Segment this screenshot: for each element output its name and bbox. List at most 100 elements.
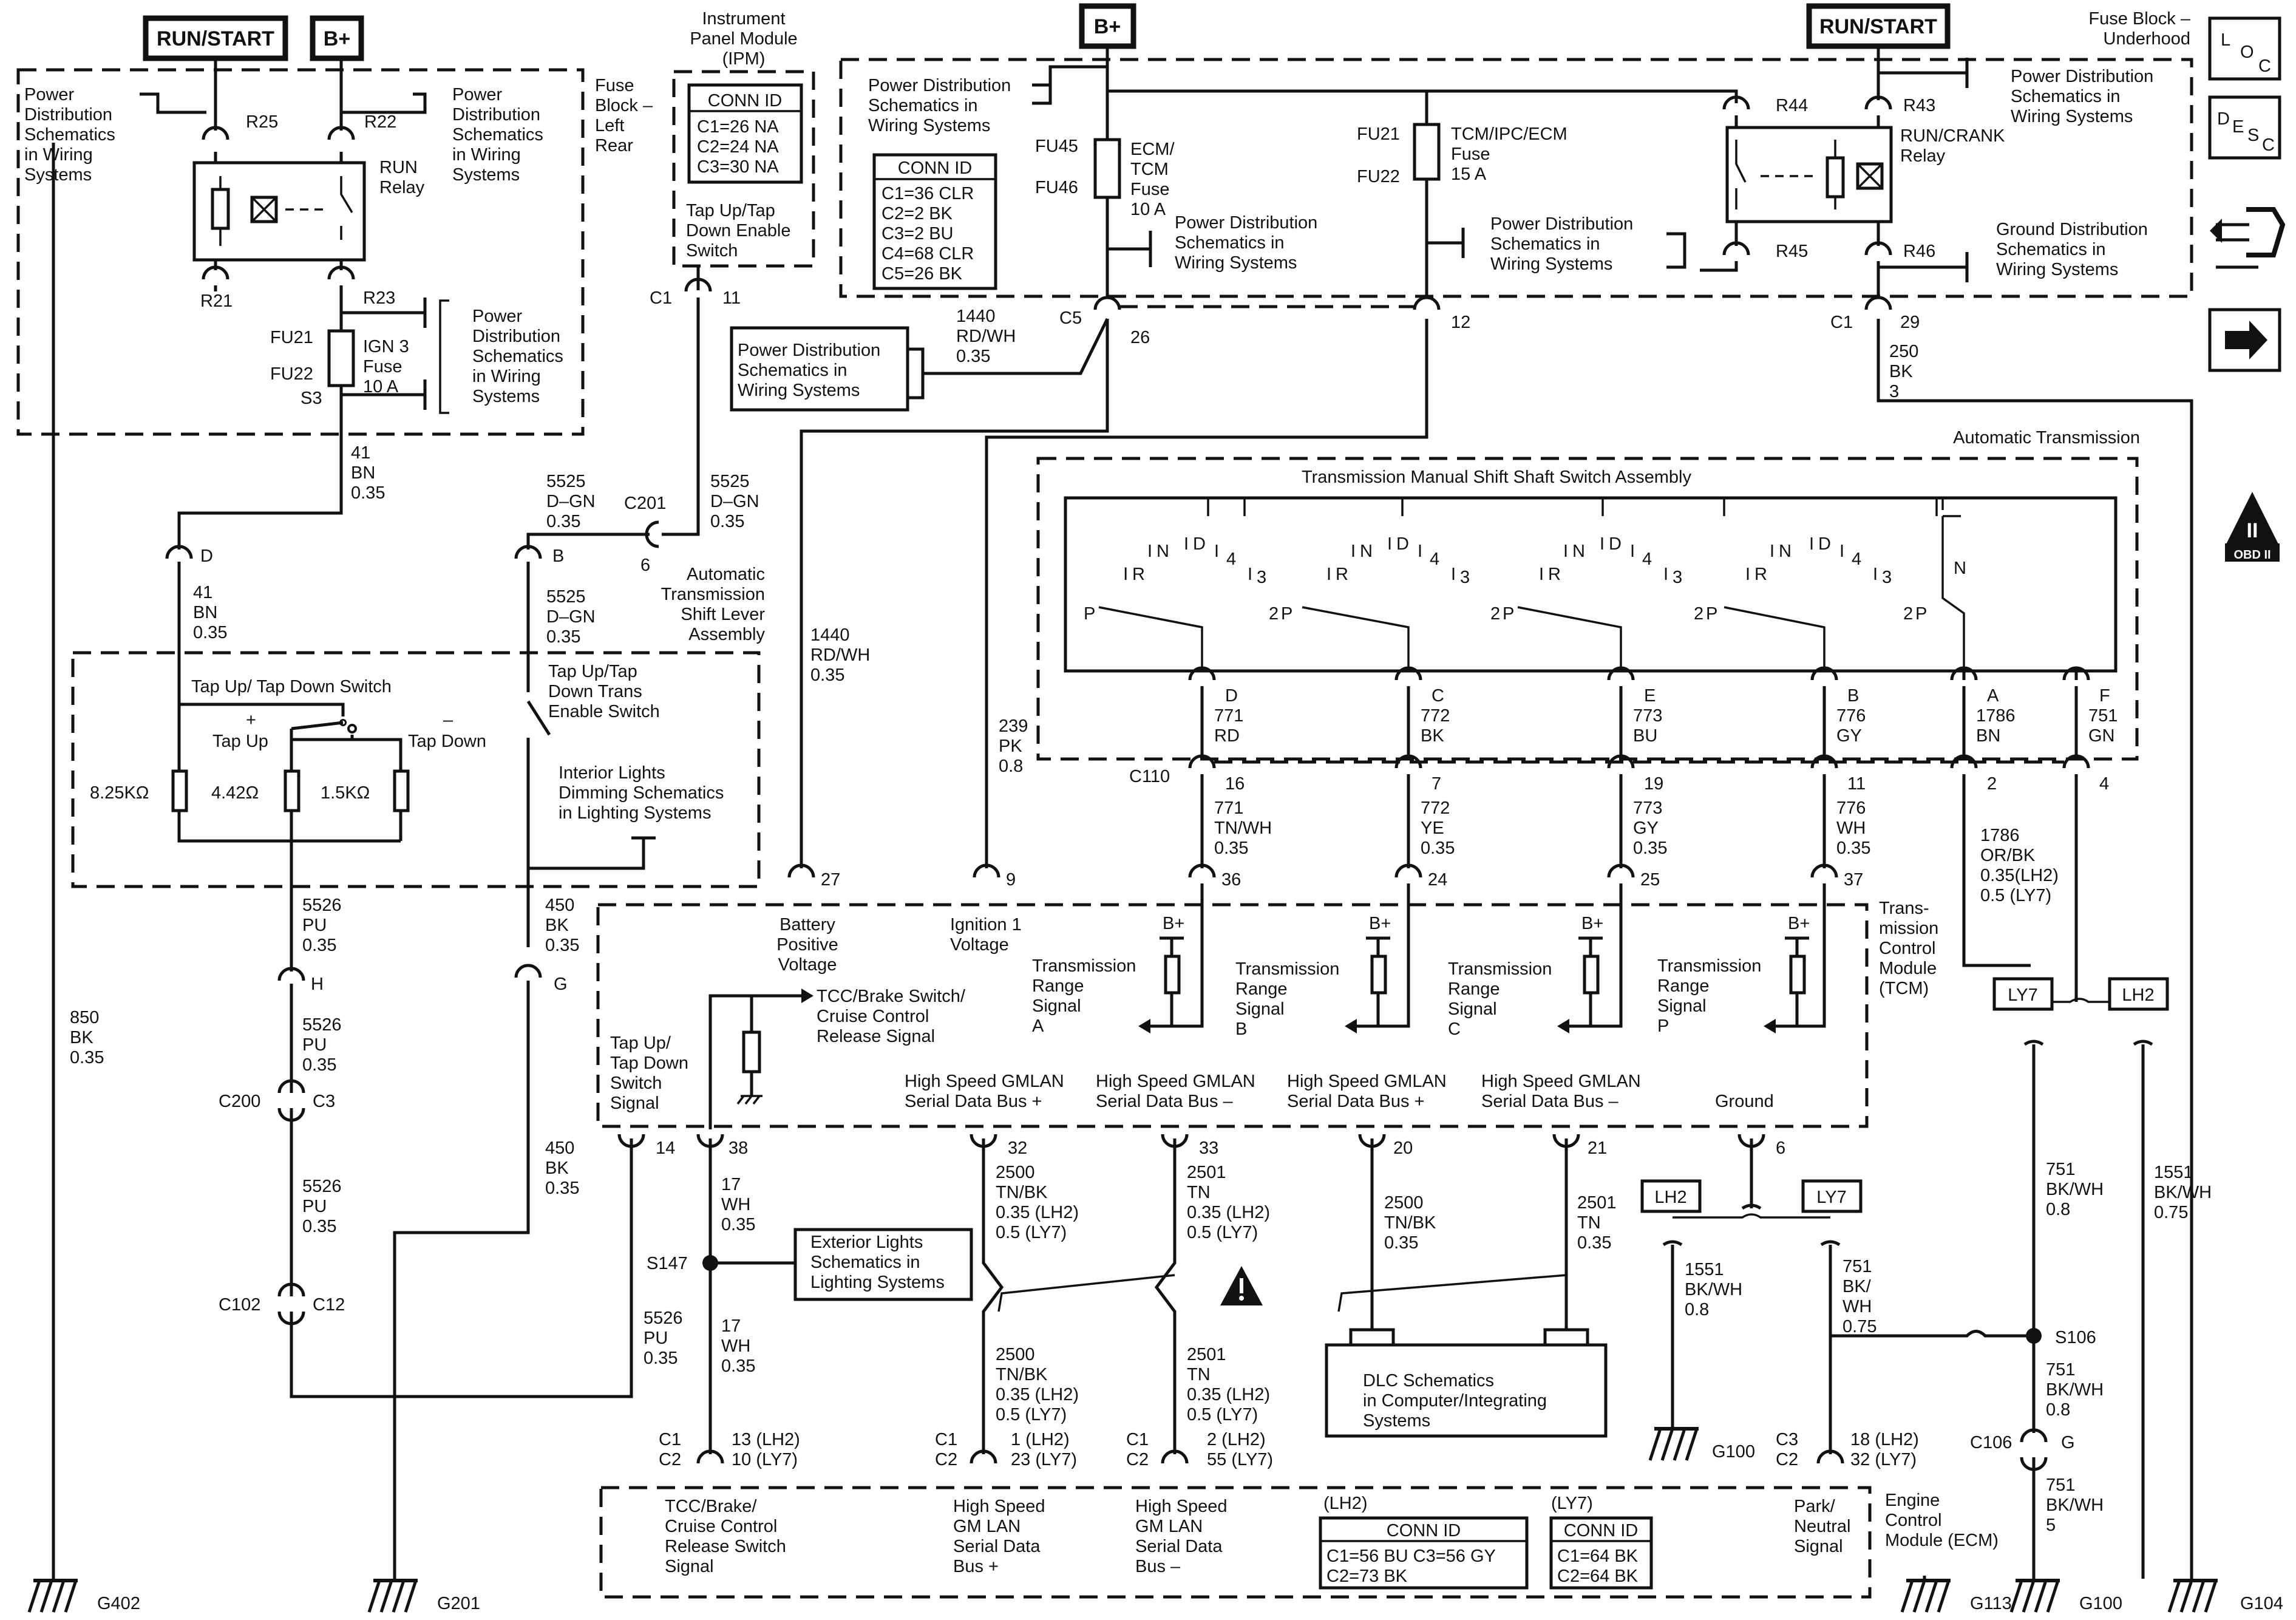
tcm-module — [596, 903, 1869, 1128]
svg-text:C3: C3 — [1776, 1430, 1798, 1449]
svg-text:Schematics in: Schematics in — [1996, 240, 2106, 259]
svg-text:C2: C2 — [935, 1450, 957, 1469]
svg-text:26: 26 — [1130, 328, 1150, 347]
svg-text:CONN ID: CONN ID — [708, 91, 782, 111]
svg-text:C5=26 BK: C5=26 BK — [881, 264, 963, 284]
svg-text:0.35(LH2): 0.35(LH2) — [1980, 866, 2059, 885]
svg-text:14: 14 — [656, 1138, 675, 1158]
svg-text:Tap Down: Tap Down — [408, 732, 486, 751]
svg-text:Voltage: Voltage — [778, 955, 837, 975]
svg-text:C2=2 BK: C2=2 BK — [881, 204, 953, 223]
svg-text:TCC/Brake Switch/: TCC/Brake Switch/ — [817, 987, 966, 1006]
svg-text:GN: GN — [2088, 726, 2115, 746]
svg-text:751: 751 — [2046, 1475, 2075, 1495]
lh2-box-right: LH2 — [2108, 977, 2169, 1011]
svg-text:1551: 1551 — [1685, 1260, 1724, 1279]
svg-text:C1=36 CLR: C1=36 CLR — [881, 184, 974, 203]
svg-text:R43: R43 — [1903, 96, 1935, 115]
svg-text:R: R — [1132, 565, 1145, 584]
svg-text:5525: 5525 — [710, 472, 750, 491]
svg-text:E: E — [2232, 117, 2244, 137]
svg-text:R: R — [1336, 565, 1348, 584]
svg-text:Voltage: Voltage — [950, 935, 1009, 955]
svg-text:Fuse: Fuse — [1130, 180, 1169, 199]
svg-text:5525: 5525 — [546, 587, 586, 607]
svg-text:3: 3 — [1460, 568, 1470, 587]
connector-end-view-icon[interactable] — [2210, 207, 2286, 269]
svg-text:G100: G100 — [2079, 1594, 2122, 1613]
svg-text:18 (LH2): 18 (LH2) — [1850, 1430, 1919, 1449]
svg-text:Relay: Relay — [379, 178, 425, 197]
svg-text:17: 17 — [721, 1175, 741, 1194]
svg-text:BK/WH: BK/WH — [2046, 1380, 2104, 1400]
svg-text:R46: R46 — [1903, 242, 1935, 261]
svg-text:WH: WH — [721, 1195, 750, 1214]
svg-text:0.35: 0.35 — [1214, 839, 1248, 858]
svg-text:2: 2 — [1269, 604, 1279, 624]
svg-text:in Wiring: in Wiring — [24, 145, 93, 165]
svg-text:D: D — [1818, 534, 1831, 554]
svg-text:0.35: 0.35 — [193, 623, 227, 642]
svg-text:BU: BU — [1633, 726, 1657, 746]
w5526-b: 5526 PU 0.35 — [302, 1015, 342, 1075]
svg-text:PK: PK — [999, 737, 1022, 756]
svg-text:D: D — [200, 546, 213, 566]
c110-pins: 16 7 19 11 2 4 — [1188, 754, 2109, 794]
svg-text:C110: C110 — [1129, 767, 1170, 786]
svg-text:0.5 (LY7): 0.5 (LY7) — [996, 1223, 1067, 1242]
loc-icon[interactable]: L O C — [2208, 16, 2281, 81]
desc-icon[interactable]: D E S C — [2208, 95, 2281, 160]
svg-text:3: 3 — [1257, 568, 1266, 587]
ecm-conn-lh2 — [1319, 1516, 1529, 1590]
svg-text:5526: 5526 — [302, 896, 342, 915]
svg-text:Power Distribution: Power Distribution — [1490, 214, 1633, 234]
svg-text:Battery: Battery — [779, 915, 835, 934]
ecm-conn-ly7 — [1549, 1516, 1653, 1590]
svg-text:Range: Range — [1235, 979, 1287, 999]
svg-text:33: 33 — [1199, 1138, 1218, 1158]
svg-text:751: 751 — [2046, 1160, 2075, 1179]
svg-text:BK: BK — [545, 916, 569, 935]
svg-text:1786: 1786 — [1976, 706, 2016, 726]
svg-text:D: D — [2217, 109, 2230, 129]
svg-text:High Speed GMLAN: High Speed GMLAN — [905, 1072, 1064, 1091]
w239: 239 PK 0.8 — [999, 716, 1028, 776]
svg-text:32: 32 — [1008, 1138, 1027, 1158]
enable-switch-text: Tap Up/Tap Down Trans Enable Switch — [548, 662, 660, 721]
svg-text:8.25KΩ: 8.25KΩ — [90, 783, 149, 803]
svg-text:N: N — [1572, 542, 1585, 561]
svg-text:Schematics in: Schematics in — [738, 361, 847, 380]
svg-text:Serial Data Bus –: Serial Data Bus – — [1096, 1092, 1234, 1111]
svg-text:I: I — [1147, 542, 1152, 561]
svg-text:Serial Data: Serial Data — [953, 1537, 1041, 1556]
svg-text:G100: G100 — [1712, 1442, 1755, 1462]
svg-text:I: I — [1214, 542, 1219, 561]
svg-text:Panel Module: Panel Module — [690, 29, 797, 49]
svg-text:RUN/START: RUN/START — [1819, 15, 1937, 38]
ly7-box-left: LY7 — [1801, 1179, 1863, 1213]
bplus-left-label: B+ — [310, 15, 364, 61]
svg-text:Ignition 1: Ignition 1 — [950, 915, 1022, 934]
svg-text:G402: G402 — [97, 1594, 140, 1613]
svg-text:29: 29 — [1900, 313, 1920, 332]
svg-text:0.35: 0.35 — [810, 665, 844, 685]
svg-text:C1: C1 — [935, 1430, 957, 1449]
svg-text:Automatic Transmission: Automatic Transmission — [1953, 428, 2140, 448]
svg-text:I: I — [1563, 542, 1568, 561]
svg-text:0.35: 0.35 — [1577, 1233, 1611, 1253]
park-neutral-label: Park/ Neutral Signal — [1794, 1497, 1851, 1556]
svg-text:Power Distribution: Power Distribution — [738, 341, 880, 360]
svg-text:0.35: 0.35 — [1633, 839, 1667, 858]
svg-text:WH: WH — [1843, 1297, 1872, 1316]
next-arrow-icon[interactable] — [2208, 308, 2281, 372]
svg-text:C2=73 BK: C2=73 BK — [1326, 1567, 1408, 1586]
svg-text:C3: C3 — [313, 1092, 335, 1111]
exterior-lights-box — [793, 1228, 973, 1301]
svg-text:OR/BK: OR/BK — [1980, 846, 2036, 865]
